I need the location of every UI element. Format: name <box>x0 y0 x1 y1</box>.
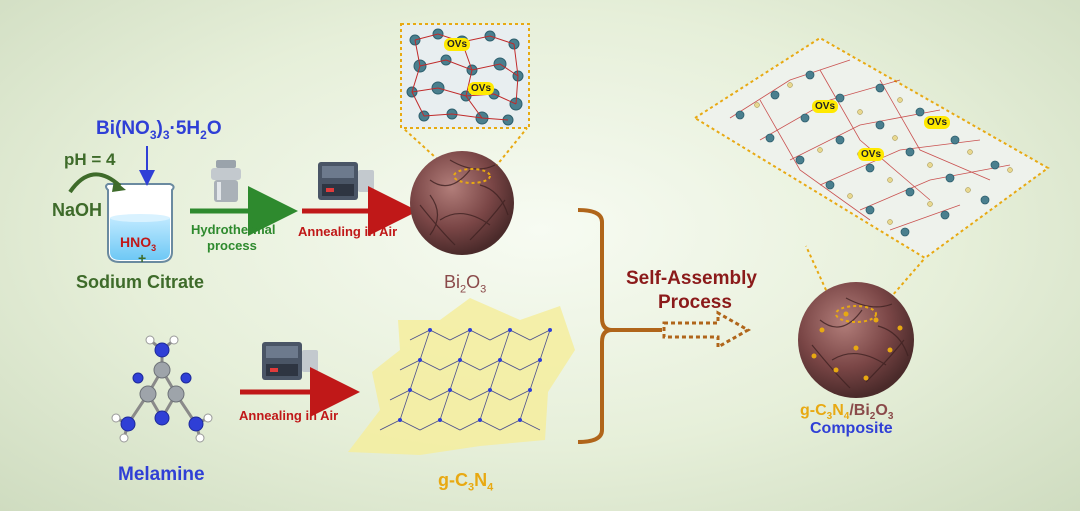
annealing-label-top: Annealing in Air <box>298 224 398 239</box>
furnace-icon-bottom <box>262 342 318 380</box>
hydrothermal-label-line1: Hydrothermal <box>191 222 276 237</box>
plus-sign: + <box>138 250 147 266</box>
ovs-badge-4: OVs <box>924 116 951 129</box>
ovs-badge-3: OVs <box>812 100 839 113</box>
hydrothermal-label-line2: process <box>207 238 257 253</box>
precursor-label: Bi(NO3)3·5H2O <box>96 118 222 142</box>
ovs-badge-2: OVs <box>468 82 495 95</box>
hno3-label: HNO3 <box>120 234 157 253</box>
ovs-badge-5: OVs <box>858 148 885 161</box>
melamine-label: Melamine <box>118 464 205 485</box>
naoh-label: NaOH <box>52 200 103 220</box>
ovs-badge-1: OVs <box>444 38 471 51</box>
self-assembly-label-line2: Process <box>658 292 732 313</box>
bi2o3-label: Bi2O3 <box>444 272 487 296</box>
sodium-citrate-label: Sodium Citrate <box>76 272 205 292</box>
composite-formula-label: g-C3N4/Bi2O3 <box>800 402 894 423</box>
furnace-icon-top <box>318 162 374 200</box>
annealing-label-bottom: Annealing in Air <box>239 408 339 423</box>
gc3n4-label: g-C3N4 <box>438 470 494 494</box>
composite-sphere <box>798 282 914 398</box>
merge-bracket <box>577 208 613 444</box>
autoclave-icon <box>211 160 241 202</box>
bi2o3-sphere <box>410 151 514 255</box>
composite-label: Composite <box>810 420 893 437</box>
ph-label: pH = 4 <box>64 150 116 169</box>
gc3n4-sheet <box>348 298 575 455</box>
beaker-icon <box>105 183 175 263</box>
self-assembly-label-line1: Self-Assembly <box>626 268 757 289</box>
melamine-molecule <box>111 335 213 443</box>
self-assembly-arrow <box>662 310 752 350</box>
